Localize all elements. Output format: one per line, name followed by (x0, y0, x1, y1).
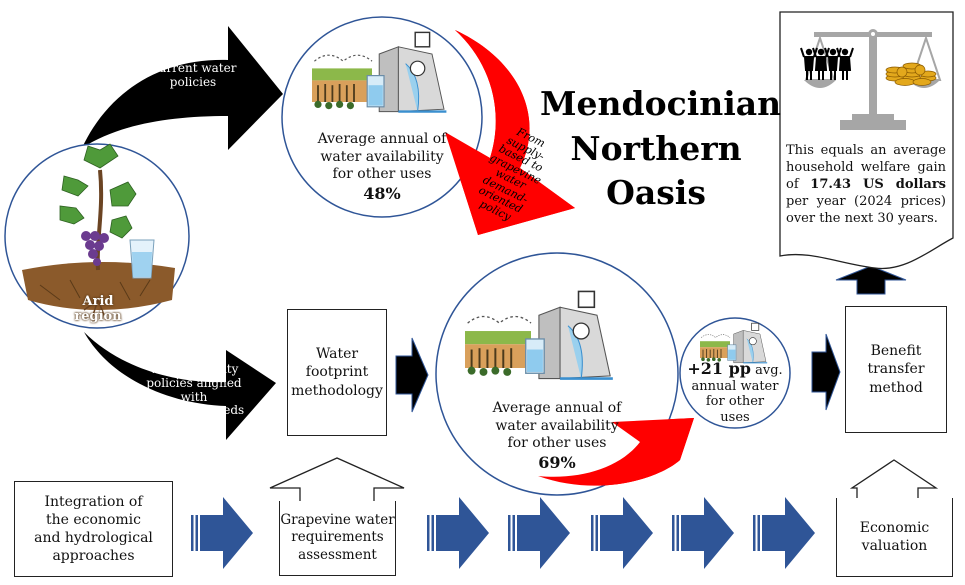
water-security-label-line: grapevine needs (143, 403, 245, 418)
economic-valuation-up-arrow (838, 459, 939, 501)
grapevine-requirements-box: Grapevine water requirements assessment (279, 501, 396, 576)
people-icon (800, 47, 854, 80)
blue-arrow-2 (427, 497, 489, 569)
box-line: methodology (291, 382, 383, 399)
benefit-transfer-box: Benefit transfer method (845, 306, 947, 433)
welfare-amount: 17.43 US dollars (810, 176, 946, 192)
to-benefit-arrow (811, 333, 841, 411)
box-line: the economic (46, 511, 141, 528)
blue-arrow-5 (672, 497, 734, 569)
current-availability-line: Average annual of (317, 131, 447, 147)
current-policies-label-line: Current water (149, 61, 237, 75)
current-policies-arrow (82, 26, 283, 150)
box-line: Water (315, 346, 359, 363)
water-security-label-line: policies aligned with (146, 375, 242, 404)
welfare-suffix: per year (2024 prices) over the next 30 … (786, 193, 946, 226)
integration-box: Integration of the economic and hydrolog… (14, 481, 173, 577)
current-availability-line: for other uses (332, 166, 432, 182)
box-line: and hydrological (34, 530, 153, 546)
box-line: assessment (298, 546, 377, 563)
box-line: Grapevine water (280, 511, 395, 528)
current-availability-line: water availability (320, 148, 444, 165)
aligned-availability-value: 69% (538, 452, 576, 472)
page-title: Mendocinian Northern Oasis (540, 82, 782, 216)
gain-line: uses (720, 409, 750, 425)
current-policies-label-line: policies (169, 74, 217, 89)
gain-headline: +21 pp avg. (686, 359, 784, 379)
box-line: transfer (867, 361, 925, 378)
water-security-label-line: Water security (149, 362, 239, 376)
welfare-text: This equals an average household welfare… (786, 143, 946, 227)
box-line: Economic (859, 519, 930, 536)
blue-arrow-4 (591, 497, 653, 569)
current-policies-label: Current water policies (148, 61, 238, 90)
title-line: Northern (570, 128, 742, 168)
water-glass-icon (129, 239, 155, 279)
box-line: Benefit (870, 343, 922, 360)
arid-region-label: Arid region (74, 294, 122, 324)
coins-icon (885, 62, 937, 86)
title-line: Mendocinian (540, 84, 782, 123)
aligned-availability-text: Average annual of water availability for… (477, 400, 637, 473)
aligned-availability-line: for other uses (507, 435, 607, 451)
water-security-label: Water security policies aligned with gra… (134, 362, 254, 418)
title-line: Oasis (606, 173, 706, 213)
box-line: method (869, 379, 923, 396)
current-availability-text: Average annual of water availability for… (302, 131, 462, 204)
water-footprint-box: Water footprint methodology (287, 309, 387, 436)
grapevine-requirements-label: Grapevine water requirements assessment (280, 512, 394, 565)
economic-valuation-box: Economic valuation (836, 498, 953, 577)
aligned-availability-line: water availability (495, 417, 619, 434)
box-line: approaches (52, 548, 135, 565)
gain-line: for other (705, 394, 765, 410)
welfare-prefix: This equals an average household welfare… (786, 143, 946, 192)
welfare-document (779, 11, 954, 270)
gain-line: avg. (755, 363, 783, 378)
water-footprint-label: Water footprint methodology (291, 345, 383, 400)
box-line: requirements (291, 529, 384, 546)
current-availability-value: 48% (363, 183, 401, 203)
gain-line: annual water (691, 378, 779, 394)
gain-value: +21 pp (687, 359, 751, 378)
grapevine-requirements-up-arrow (269, 457, 405, 504)
blue-arrow-1 (191, 497, 253, 569)
blue-arrow-6 (753, 497, 815, 569)
aligned-availability-line: Average annual of (492, 400, 622, 416)
economic-valuation-label: Economic valuation (860, 519, 930, 555)
box-line: Integration of (44, 493, 143, 510)
water-security-arrow (84, 332, 276, 440)
to-aligned-arrow (395, 337, 429, 413)
gain-text: +21 pp avg. annual water for other uses (686, 359, 784, 425)
box-line: valuation (861, 538, 928, 554)
box-line: footprint (305, 364, 369, 381)
blue-arrow-3 (508, 497, 570, 569)
to-welfare-arrow (835, 265, 907, 295)
integration-label: Integration of the economic and hydrolog… (34, 493, 153, 566)
benefit-transfer-label: Benefit transfer method (867, 342, 924, 397)
